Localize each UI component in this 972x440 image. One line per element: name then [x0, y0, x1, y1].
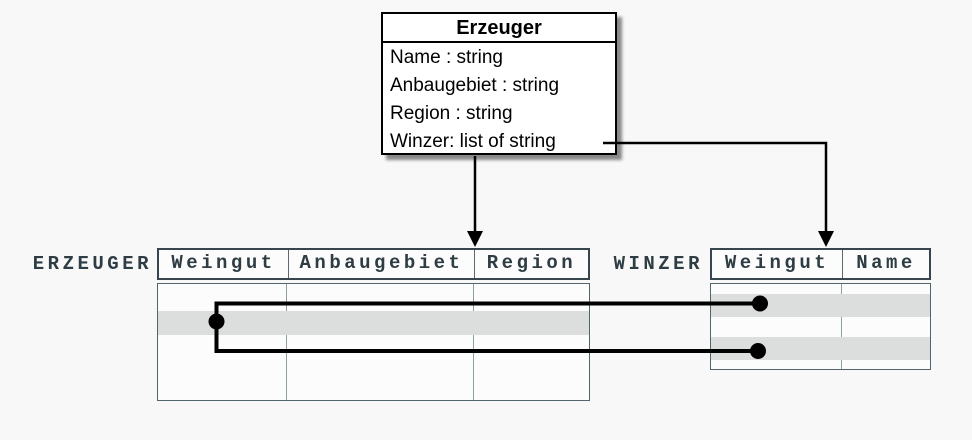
- class-title: Erzeuger: [383, 14, 615, 43]
- erzeuger-column-weingut: Weingut: [171, 252, 276, 274]
- uml-class-box-erzeuger: Erzeuger Name : string Anbaugebiet : str…: [381, 12, 617, 155]
- winzer-attribute-to-winzer-arrow-line: [603, 141, 828, 233]
- winzer-column-weingut: Weingut: [724, 252, 830, 274]
- column-divider: [473, 284, 474, 400]
- erzeuger-table-label: ERZEUGER: [32, 253, 152, 275]
- column-divider: [286, 284, 287, 400]
- class-attribute-winzer: Winzer: list of string: [390, 131, 556, 152]
- winzer-table-label: WINZER: [613, 253, 703, 275]
- winzer-table-body: [710, 283, 931, 370]
- class-attribute-list: Name : string Anbaugebiet : string Regio…: [383, 43, 615, 156]
- erzeuger-column-region: Region: [474, 250, 588, 278]
- erzeuger-column-anbaugebiet: Anbaugebiet: [288, 250, 474, 278]
- highlighted-row-band: [711, 294, 930, 317]
- class-attribute-name: Name : string: [390, 47, 503, 68]
- winzer-attribute-arrowhead-icon: [818, 231, 834, 247]
- class-attribute-anbaugebiet: Anbaugebiet : string: [390, 75, 560, 96]
- class-to-erzeuger-arrowhead-icon: [467, 231, 483, 247]
- winzer-column-name: Name: [842, 250, 929, 278]
- erzeuger-table-header: Weingut Anbaugebiet Region: [157, 248, 590, 280]
- erzeuger-table-body: [157, 283, 590, 401]
- winzer-table-header: Weingut Name: [710, 248, 931, 280]
- highlighted-row-band: [711, 337, 930, 360]
- highlighted-row-band: [158, 311, 589, 335]
- class-attribute-region: Region : string: [390, 103, 513, 124]
- column-divider: [841, 284, 842, 369]
